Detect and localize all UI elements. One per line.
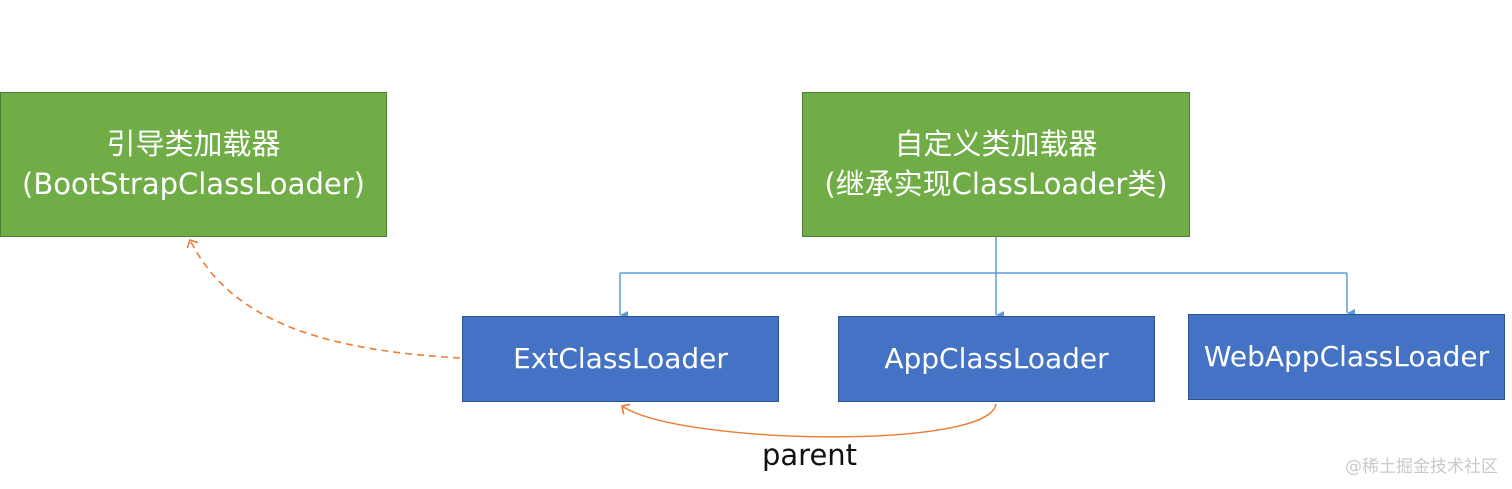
app-classloader-box: AppClassLoader [838,316,1155,402]
watermark: @稀土掘金技术社区 [1345,457,1498,477]
bootstrap-title: 引导类加载器 [106,127,281,162]
bootstrap-subtitle: (BootStrapClassLoader) [22,166,365,201]
ext-label: ExtClassLoader [513,342,728,376]
custom-title: 自定义类加载器 [894,127,1098,162]
app-label: AppClassLoader [884,342,1109,376]
webapp-classloader-box: WebAppClassLoader [1188,314,1505,400]
dashed-parent-arrow-ext-to-bootstrap [186,238,461,359]
ext-classloader-box: ExtClassLoader [462,316,779,402]
bootstrap-classloader-box: 引导类加载器 (BootStrapClassLoader) [0,92,387,237]
parent-edge-label: parent [762,438,858,472]
custom-classloader-box: 自定义类加载器 (继承实现ClassLoader类) [802,92,1190,237]
webapp-label: WebAppClassLoader [1203,340,1490,374]
custom-subtitle: (继承实现ClassLoader类) [824,166,1168,201]
parent-arrow-app-to-ext [621,403,997,438]
